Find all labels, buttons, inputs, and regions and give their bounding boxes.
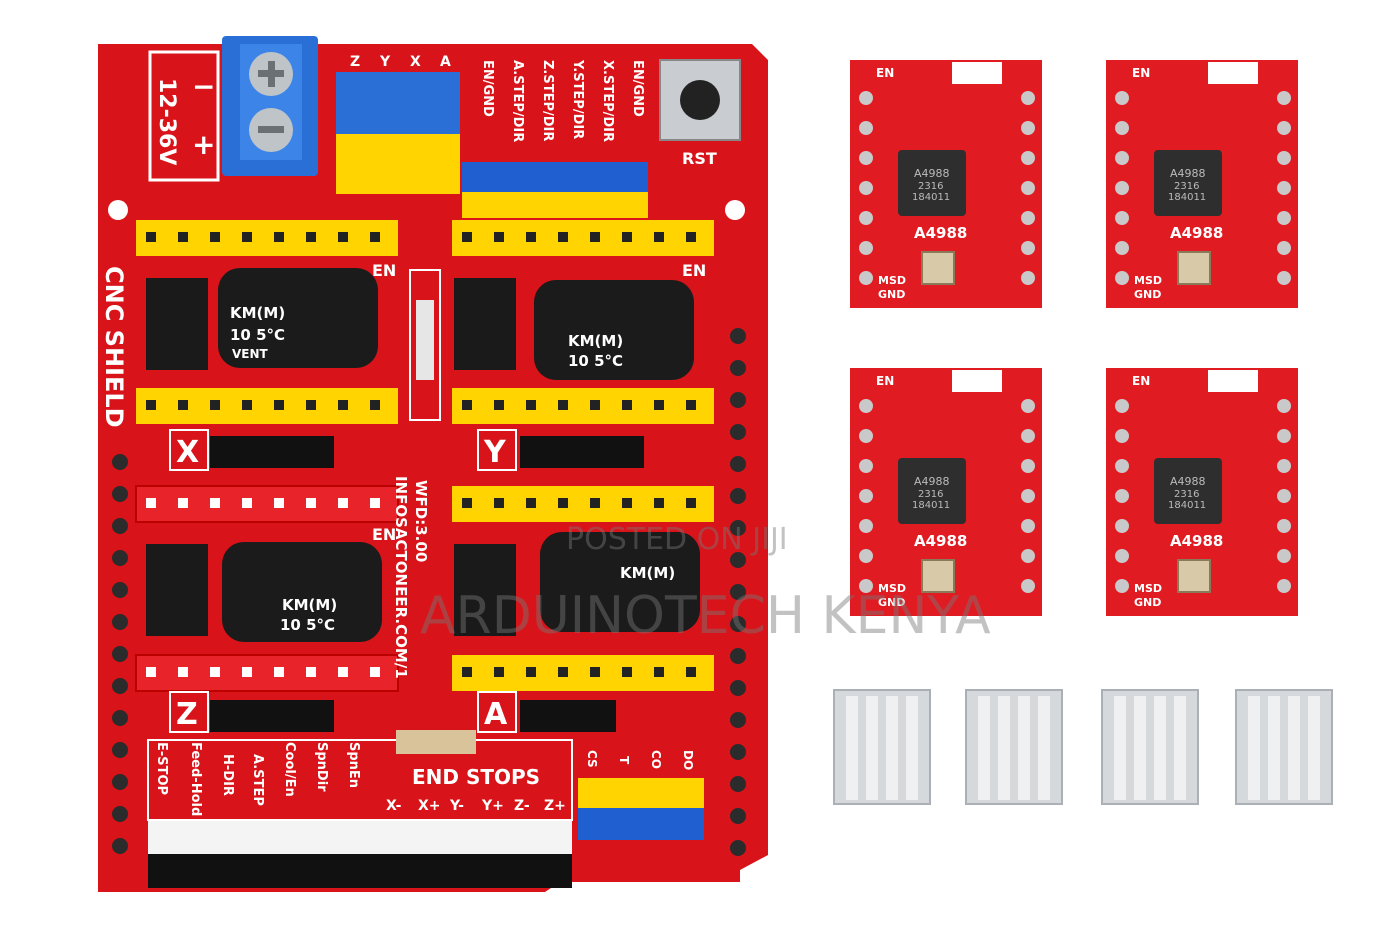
aux-pin-label: CS bbox=[585, 750, 599, 768]
step-label: A.STEP/DIR bbox=[510, 60, 525, 142]
function-label: E-STOP bbox=[154, 742, 169, 795]
axis-label-z: Z bbox=[176, 697, 198, 732]
website-label: INFOSACTONEER.COM/1 bbox=[392, 476, 410, 679]
driver-msd-label: MSD bbox=[1134, 274, 1162, 287]
driver-model-label: A4988 bbox=[1170, 224, 1223, 242]
capacitor-text: KM(M) bbox=[568, 332, 623, 350]
voltage-label: 12-36V bbox=[154, 78, 179, 165]
chip-marking: 2316 bbox=[1174, 181, 1199, 192]
capacitor-text: 10 5°C bbox=[230, 326, 285, 344]
driver-msd-label: MSD bbox=[1134, 582, 1162, 595]
cnc-shield-board bbox=[98, 36, 768, 892]
driver-gnd-label: GND bbox=[878, 596, 905, 609]
function-label: SpnDir bbox=[314, 742, 329, 792]
reset-label: RST bbox=[682, 149, 717, 168]
function-label: H-DIR bbox=[220, 754, 235, 796]
capacitor-text: KM(M) bbox=[282, 596, 337, 614]
terminal-plus-label: + bbox=[192, 128, 215, 161]
chip-marking: 2316 bbox=[918, 489, 943, 500]
aux-pin-label: T bbox=[617, 756, 631, 765]
axis-clone-header bbox=[336, 72, 460, 194]
axis-label-x: X bbox=[176, 435, 199, 470]
driver-model-label: A4988 bbox=[914, 224, 967, 242]
capacitor-text: KM(M) bbox=[230, 304, 285, 322]
axis-label-y: Y bbox=[483, 435, 507, 470]
chip-marking: 184011 bbox=[912, 192, 950, 203]
driver-gnd-label: GND bbox=[1134, 288, 1161, 301]
endstop-pin-label: X- bbox=[386, 798, 402, 814]
driver-model-label: A4988 bbox=[914, 532, 967, 550]
enable-label: EN bbox=[372, 261, 396, 280]
step-dir-header bbox=[462, 162, 648, 218]
driver-gnd-label: GND bbox=[878, 288, 905, 301]
chip-marking: 2316 bbox=[1174, 489, 1199, 500]
step-label: Y.STEP/DIR bbox=[570, 59, 585, 139]
chip-marking: A4988 bbox=[1170, 167, 1206, 180]
heatsinks bbox=[833, 689, 1333, 805]
function-label: Feed-Hold bbox=[188, 742, 203, 816]
top-pin-label: Y bbox=[379, 54, 391, 70]
driver-enable-label: EN bbox=[1132, 374, 1150, 388]
step-label: X.STEP/DIR bbox=[600, 60, 615, 142]
chip-marking: 184011 bbox=[1168, 500, 1206, 511]
enable-label: EN bbox=[372, 525, 396, 544]
capacitor bbox=[218, 268, 700, 642]
chip-marking: A4988 bbox=[1170, 475, 1206, 488]
endstop-pin-label: Y+ bbox=[481, 798, 504, 814]
endstop-pin-label: Z- bbox=[514, 798, 530, 814]
endstops-title: END STOPS bbox=[412, 765, 540, 789]
driver-enable-label: EN bbox=[1132, 66, 1150, 80]
a4988-driver-boards bbox=[850, 60, 1298, 616]
capacitor-text: KM(M) bbox=[620, 564, 675, 582]
function-label: Cool/En bbox=[282, 742, 297, 797]
version-label: WFD:3.00 bbox=[412, 480, 430, 562]
endstop-pin-label: Y- bbox=[449, 798, 464, 814]
top-pin-label: A bbox=[440, 54, 451, 70]
endstop-header bbox=[147, 739, 573, 888]
terminal-minus-label: − bbox=[192, 70, 215, 103]
driver-model-label: A4988 bbox=[1170, 532, 1223, 550]
chip-marking: 2316 bbox=[918, 181, 943, 192]
power-terminal-block bbox=[222, 36, 318, 176]
aux-pin-label: DO bbox=[681, 750, 695, 770]
driver-gnd-label: GND bbox=[1134, 596, 1161, 609]
capacitor-text: VENT bbox=[232, 347, 269, 361]
function-label: SpnEn bbox=[346, 742, 361, 788]
driver-enable-label: EN bbox=[876, 374, 894, 388]
reset-button bbox=[659, 59, 741, 141]
board-name-label: CNC SHIELD bbox=[100, 266, 128, 428]
top-pin-label: X bbox=[410, 54, 421, 70]
axis-label-a: A bbox=[484, 697, 508, 732]
chip-marking: A4988 bbox=[914, 475, 950, 488]
step-label: EN/GND bbox=[630, 60, 645, 117]
capacitor-text: 10 5°C bbox=[280, 616, 335, 634]
capacitor-text: 10 5°C bbox=[568, 352, 623, 370]
top-pin-label: Z bbox=[350, 54, 360, 70]
aux-pin-label: CO bbox=[649, 750, 663, 769]
function-label: A.STEP bbox=[250, 754, 265, 806]
driver-msd-label: MSD bbox=[878, 582, 906, 595]
endstop-pin-label: X+ bbox=[418, 798, 441, 814]
endstop-pin-label: Z+ bbox=[544, 798, 566, 814]
chip-marking: A4988 bbox=[914, 167, 950, 180]
driver-msd-label: MSD bbox=[878, 274, 906, 287]
step-label: Z.STEP/DIR bbox=[540, 60, 555, 141]
chip-marking: 184011 bbox=[1168, 192, 1206, 203]
enable-label: EN bbox=[682, 261, 706, 280]
step-label: EN/GND bbox=[480, 60, 495, 117]
driver-enable-label: EN bbox=[876, 66, 894, 80]
chip-marking: 184011 bbox=[912, 500, 950, 511]
